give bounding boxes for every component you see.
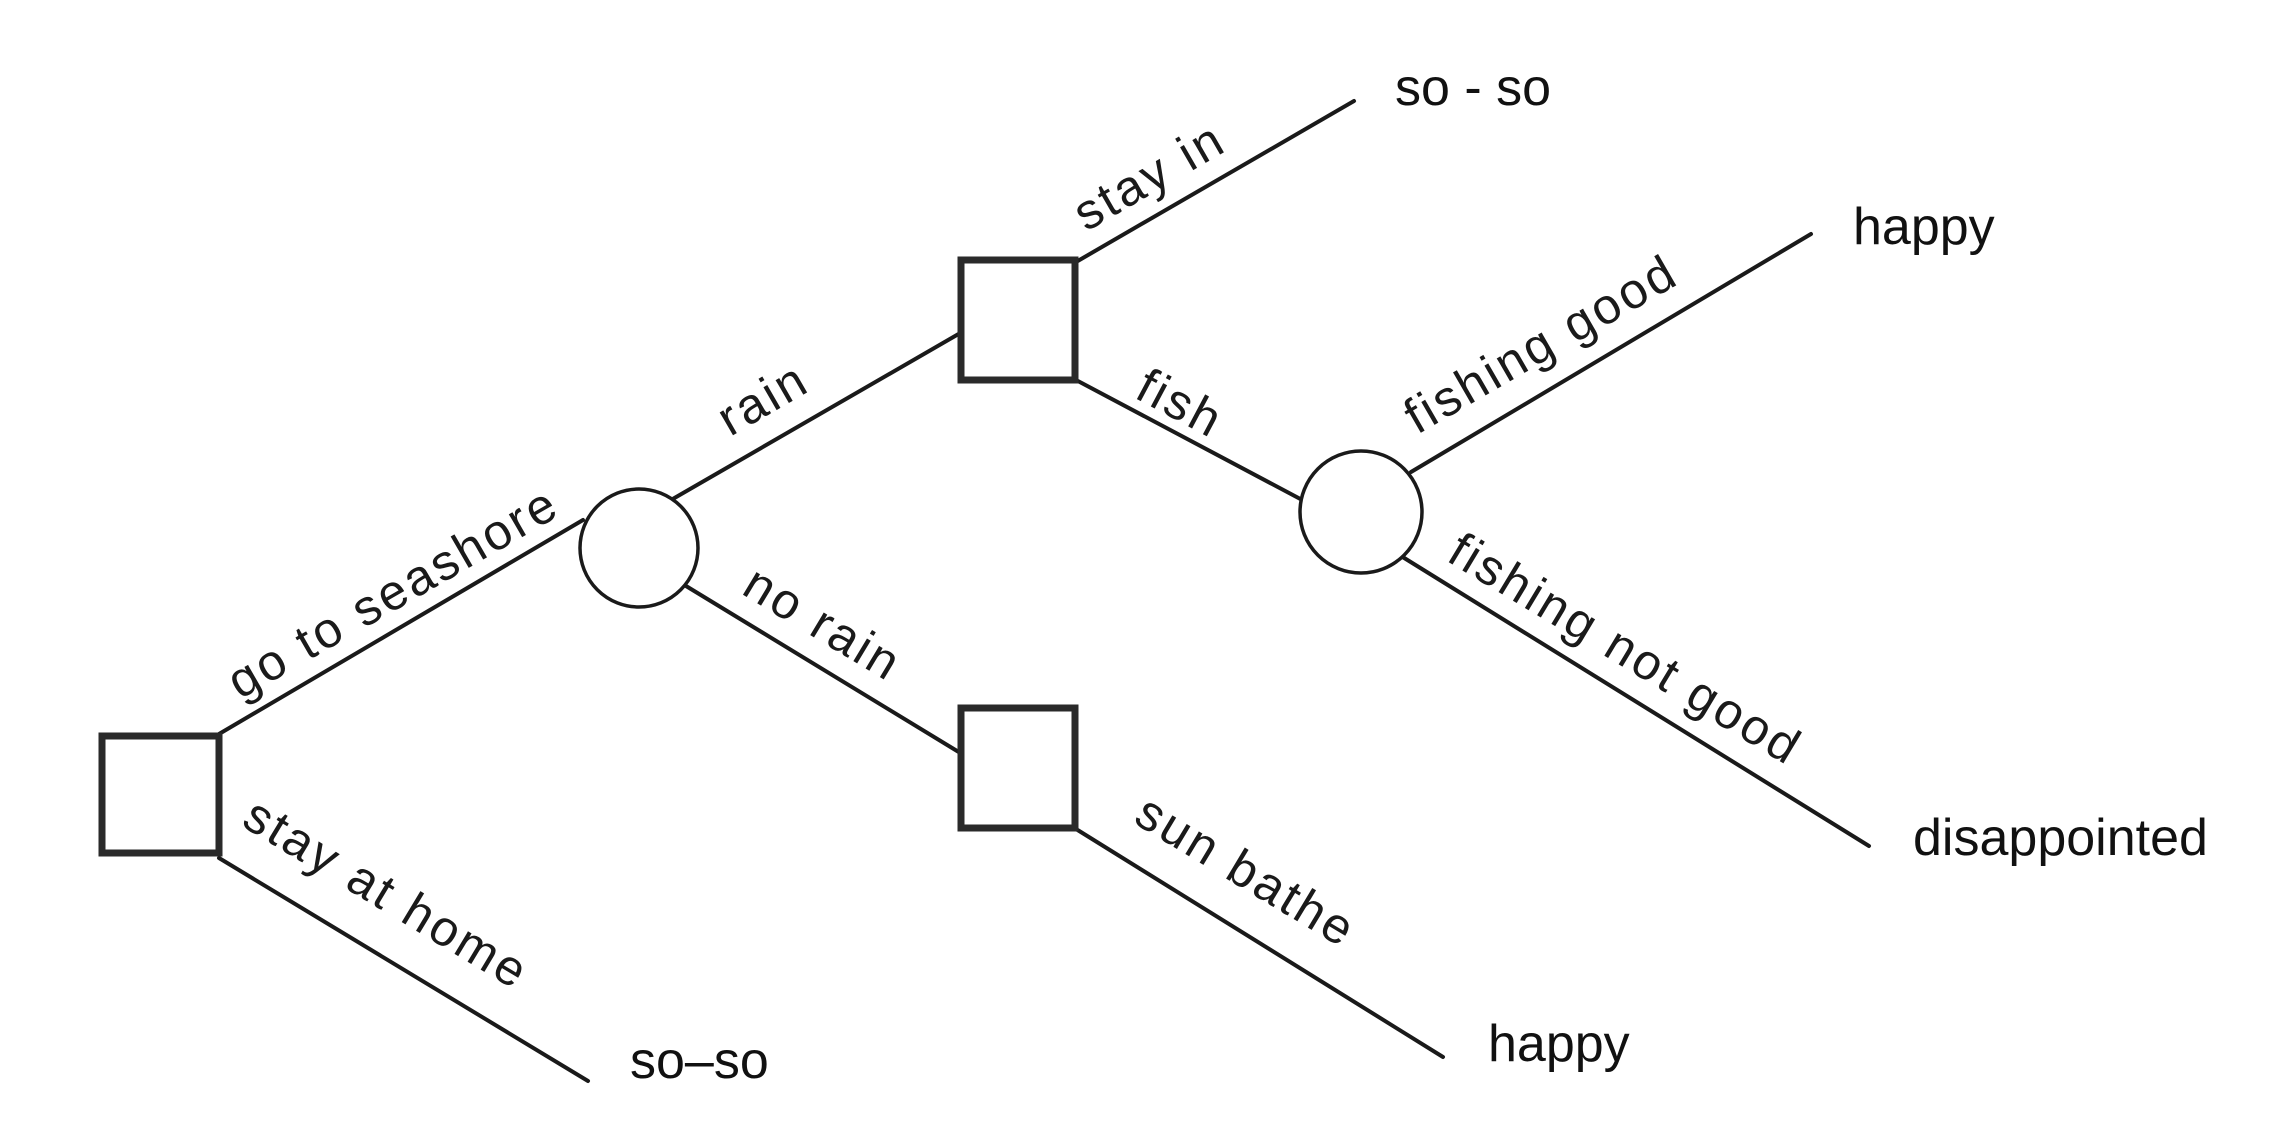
- label-rain: rain: [708, 350, 819, 446]
- edge-fishing-good: [1409, 232, 1813, 474]
- edge-fishing-not-good: [1399, 554, 1871, 848]
- edge-sun-bathe: [1074, 827, 1445, 1059]
- edge-stay-at-home: [217, 856, 590, 1083]
- label-go-to-seashore: go to seashore: [218, 475, 569, 710]
- label-fishing-good: fishing good: [1395, 243, 1688, 444]
- edge-no-rain: [684, 584, 964, 756]
- weather-chance-node: [578, 487, 700, 609]
- outcome-fishing-not-good: disappointed: [1913, 809, 2208, 867]
- edge-fish: [1074, 378, 1308, 504]
- outcome-fishing-good: happy: [1853, 198, 1995, 256]
- fishing-chance-node: [1298, 449, 1424, 575]
- edge-rain: [669, 330, 964, 502]
- outcome-sun-bathe: happy: [1488, 1015, 1630, 1073]
- label-sun-bathe: sun bathe: [1126, 783, 1366, 958]
- edge-stay-in: [1074, 99, 1356, 264]
- no-rain-decision-node: [957, 704, 1079, 832]
- label-fishing-not-good: fishing not good: [1439, 521, 1812, 776]
- edge-go-to-seashore: [217, 518, 585, 736]
- rain-decision-node: [957, 256, 1079, 384]
- outcome-stay-at-home: so–so: [630, 1032, 769, 1090]
- root-decision-node: [98, 732, 223, 857]
- outcome-stay-in: so - so: [1395, 59, 1551, 117]
